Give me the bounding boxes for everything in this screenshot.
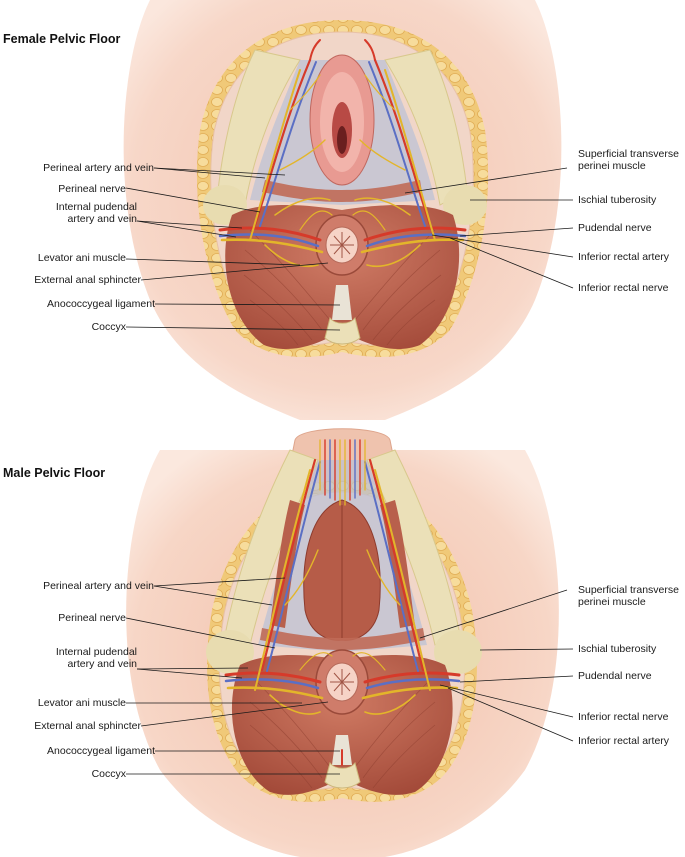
label-inferior-rectal-artery: Inferior rectal artery xyxy=(578,251,670,263)
pudendal-vein-right xyxy=(365,233,467,248)
label-external-anal-sphincter: External anal sphincter xyxy=(34,720,141,732)
label-levator-ani-muscle: Levator ani muscle xyxy=(37,697,126,709)
ischiopubic-ramus-right xyxy=(384,49,468,206)
label-levator-ani-muscle: Levator ani muscle xyxy=(37,252,126,264)
label-ischial-tuberosity: Ischial tuberosity xyxy=(578,194,657,206)
label-superficial-transverse-perinei: Superficial transverse perinei muscle xyxy=(578,584,679,608)
coccyx xyxy=(324,761,361,789)
label-superficial-transverse-perinei: Superficial transverse perinei muscle xyxy=(578,148,679,172)
ischial-tuberosity-right xyxy=(434,630,482,674)
label-anococcygeal-ligament: Anococcygeal ligament xyxy=(47,298,155,310)
anococcygeal-ligament xyxy=(332,285,352,320)
label-coccyx: Coccyx xyxy=(91,321,126,333)
pudendal-artery-left xyxy=(218,226,322,242)
label-ischial-tuberosity: Ischial tuberosity xyxy=(578,643,657,655)
label-inferior-rectal-nerve: Inferior rectal nerve xyxy=(578,282,669,294)
page-title: Male Pelvic Floor xyxy=(3,466,106,480)
label-anococcygeal-ligament: Anococcygeal ligament xyxy=(47,745,155,757)
pudendal-vein-left xyxy=(218,233,320,248)
label-external-anal-sphincter: External anal sphincter xyxy=(34,274,141,286)
pudendal-nerve-right xyxy=(360,238,465,254)
male-illustration xyxy=(125,428,574,857)
female-pelvic-floor-panel: Female Pelvic Floor Perineal artery and … xyxy=(0,0,685,420)
ischial-tuberosity-right xyxy=(443,185,487,225)
label-internal-pudendal-artery-vein: Internal pudendal artery and vein xyxy=(55,646,137,670)
label-inferior-rectal-artery: Inferior rectal artery xyxy=(578,735,670,747)
female-leader-lines xyxy=(125,167,341,331)
superficial-transverse-perinei-muscle xyxy=(260,628,425,650)
label-coccyx: Coccyx xyxy=(91,768,126,780)
label-perineal-artery-vein: Perineal artery and vein xyxy=(43,162,154,174)
male-leader-lines xyxy=(125,577,340,775)
male-pelvic-floor-panel: Male Pelvic Floor Perineal artery and ve… xyxy=(0,420,685,857)
label-inferior-rectal-nerve: Inferior rectal nerve xyxy=(578,711,669,723)
pudendal-nerve-left xyxy=(220,238,324,254)
label-perineal-artery-vein: Perineal artery and vein xyxy=(43,580,154,592)
pudendal-artery-right xyxy=(363,226,467,242)
label-internal-pudendal-artery-vein: Internal pudendal artery and vein xyxy=(55,201,137,225)
levator-ani-muscle xyxy=(225,205,460,350)
label-perineal-nerve: Perineal nerve xyxy=(58,183,126,195)
page-title: Female Pelvic Floor xyxy=(3,32,121,46)
label-pudendal-nerve: Pudendal nerve xyxy=(578,222,652,234)
superficial-transverse-perinei-muscle xyxy=(262,180,422,202)
label-pudendal-nerve: Pudendal nerve xyxy=(578,670,652,682)
coccyx xyxy=(324,316,361,345)
female-illustration xyxy=(123,0,574,420)
label-perineal-nerve: Perineal nerve xyxy=(58,612,126,624)
